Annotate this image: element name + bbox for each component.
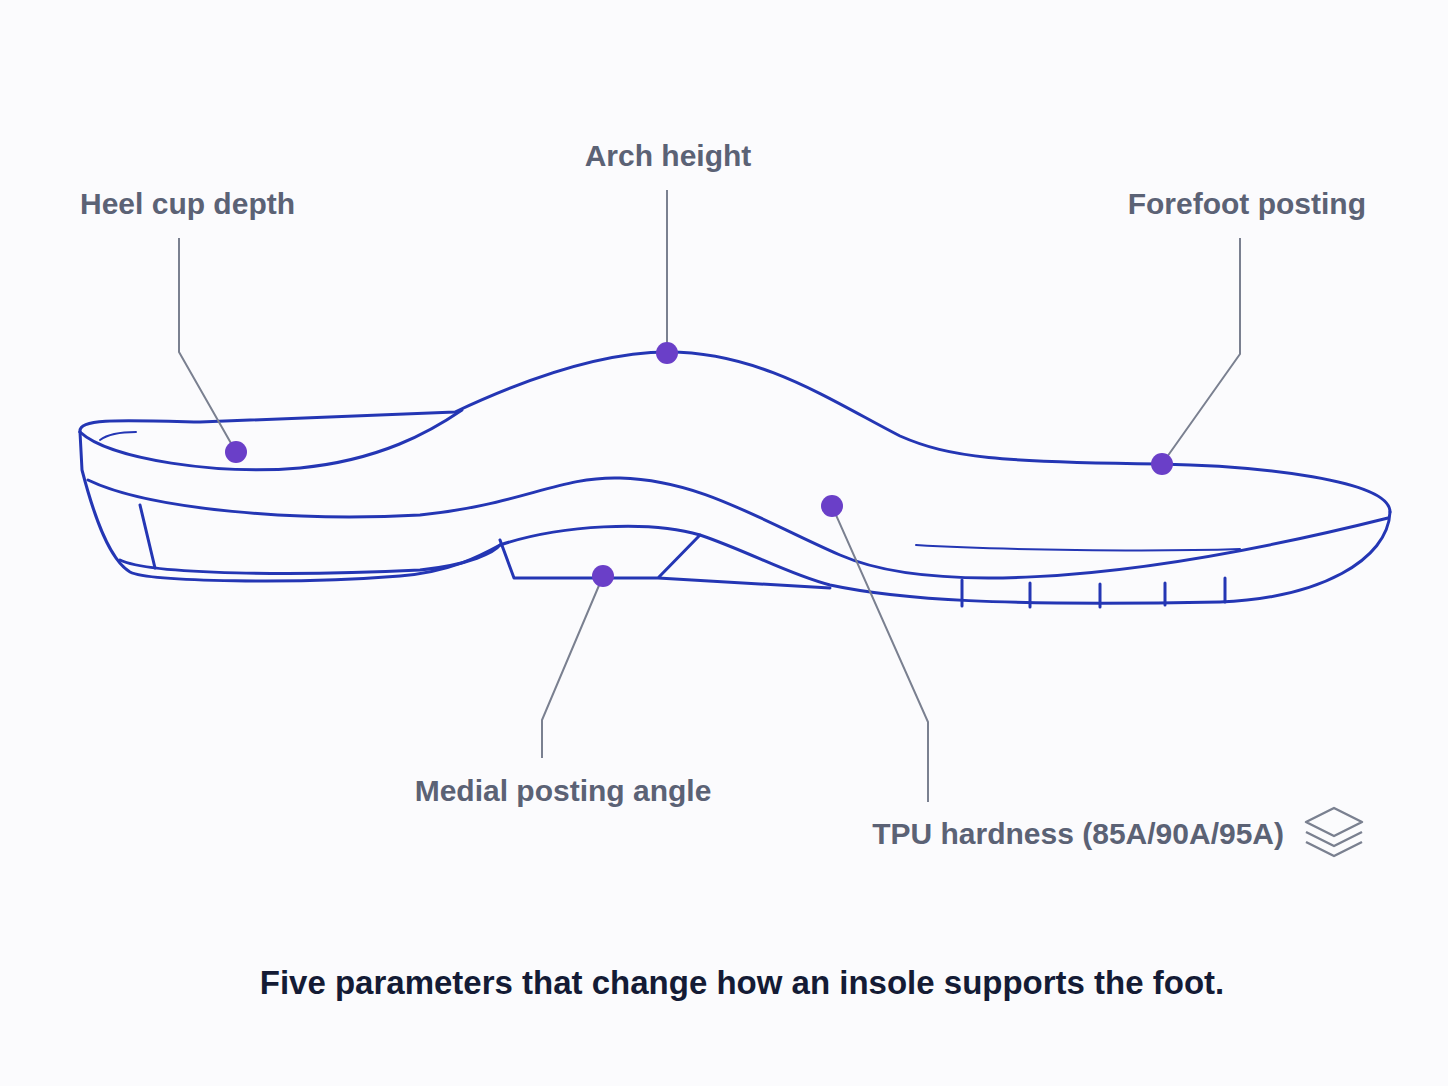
heel-cup-highlight — [100, 432, 136, 440]
forefoot-segments — [962, 578, 1225, 607]
layers-icon — [1306, 808, 1362, 856]
leader-line — [1162, 238, 1240, 464]
heel-cup-rim — [80, 410, 462, 470]
sole-side-edge — [88, 478, 1388, 578]
heel-side-line — [140, 505, 155, 568]
layer — [1306, 842, 1362, 856]
leader-line — [179, 238, 236, 452]
leader-lines — [179, 190, 1240, 802]
layer — [1306, 832, 1362, 846]
callout-dot — [821, 495, 843, 517]
leader-line — [666, 190, 668, 352]
callout-dot — [656, 342, 678, 364]
callout-label: Heel cup depth — [80, 186, 295, 222]
callout-dots — [225, 342, 1173, 587]
callout-dot — [592, 565, 614, 587]
callout-label: Arch height — [585, 138, 752, 174]
callout-dot — [225, 441, 247, 463]
insole-bottom-outline — [80, 432, 1390, 603]
callout-dot — [1151, 453, 1173, 475]
medial-post-wedge — [500, 535, 830, 588]
insole-outline — [80, 352, 1390, 607]
heel-base-line — [120, 545, 500, 573]
callout-label: TPU hardness (85A/90A/95A) — [872, 816, 1284, 852]
callout-label: Forefoot posting — [1128, 186, 1366, 222]
insole-top-surface — [80, 352, 1390, 512]
forefoot-line — [916, 545, 1240, 550]
leader-line — [832, 506, 928, 802]
callout-label: Medial posting angle — [415, 773, 712, 809]
leader-line — [542, 576, 603, 758]
caption: Five parameters that change how an insol… — [260, 963, 1225, 1003]
layer — [1306, 808, 1362, 836]
